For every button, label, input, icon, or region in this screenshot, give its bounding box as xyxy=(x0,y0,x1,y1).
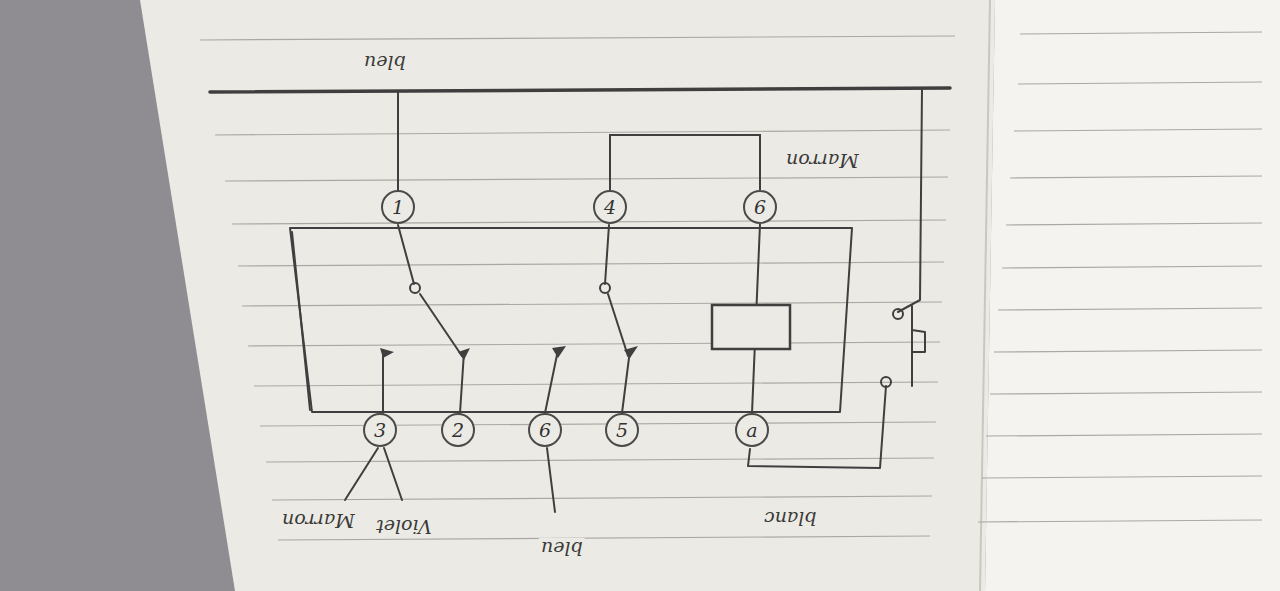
terminal-circle: 1 xyxy=(381,190,415,224)
wire-colour-label: bleu xyxy=(539,538,585,559)
terminal-circle: 6 xyxy=(743,190,777,224)
terminal-circle: 2 xyxy=(441,413,475,447)
terminal-circle: 4 xyxy=(593,190,627,224)
wire-colour-label: Marron xyxy=(784,150,861,171)
terminal-number: 6 xyxy=(754,198,766,217)
terminal-number: 4 xyxy=(604,198,616,217)
terminal-number: 2 xyxy=(452,421,464,440)
wire-connector xyxy=(610,135,760,190)
terminal-circle: 6 xyxy=(528,413,562,447)
terminal-number: a xyxy=(746,421,757,440)
terminal-circle: 5 xyxy=(605,413,639,447)
terminal-number: 6 xyxy=(539,421,551,440)
wire-colour-label: Marron xyxy=(280,510,357,531)
wire-colour-label: blanc xyxy=(762,508,818,529)
wire-colour-label: Violet xyxy=(374,516,434,537)
terminal-circle: 3 xyxy=(363,413,397,447)
terminal-circle: a xyxy=(735,413,769,447)
terminal-number: 3 xyxy=(374,421,386,440)
terminal-number: 5 xyxy=(616,421,628,440)
terminal-number: 1 xyxy=(392,198,404,217)
wire-colour-label: bleu xyxy=(362,52,408,73)
